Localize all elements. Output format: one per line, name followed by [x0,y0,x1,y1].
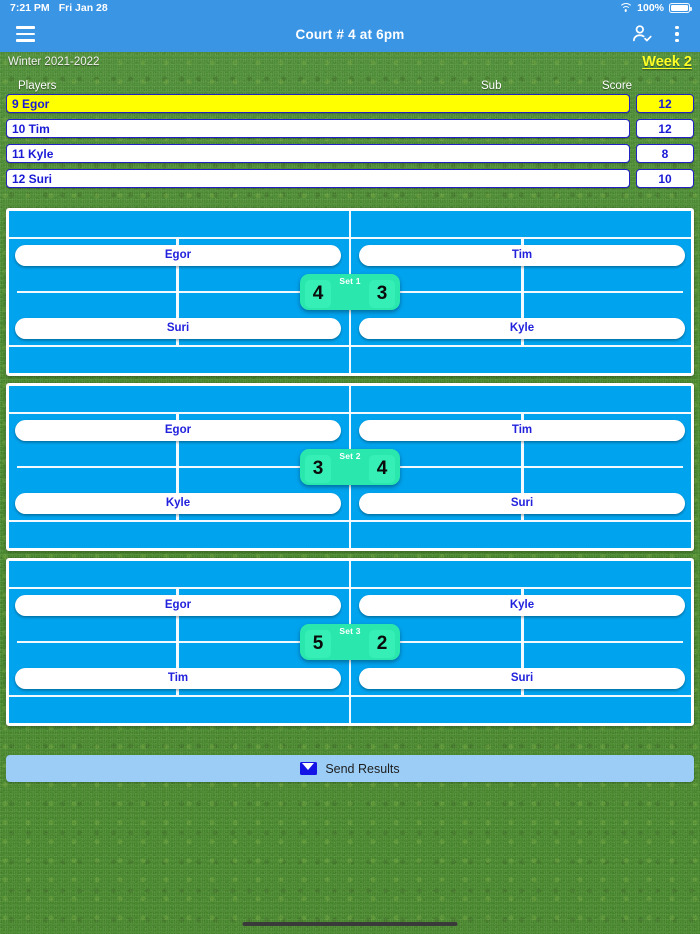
status-bar: 7:21 PM Fri Jan 28 100% [0,0,700,16]
player-row: 12 Suri 10 [0,169,700,188]
court-slot-top-right[interactable]: Kyle [359,595,685,616]
court-slot-bottom-left[interactable]: Tim [15,668,341,689]
season-label: Winter 2021-2022 [8,56,100,68]
court-line-service-vertical-left [176,239,179,345]
status-bar-left: 7:21 PM Fri Jan 28 [0,2,108,14]
wifi-icon [618,3,633,13]
set-label: Set 3 [339,626,361,636]
court-slot-bottom-right[interactable]: Kyle [359,318,685,339]
set-score-left[interactable]: 4 [305,279,331,308]
court-slot-top-left[interactable]: Egor [15,245,341,266]
set-score-badge: Set 1 4 3 [300,274,400,310]
player-score-field[interactable]: 10 [636,169,694,188]
more-vertical-icon[interactable] [668,24,686,44]
court-slot-top-right[interactable]: Tim [359,245,685,266]
envelope-icon [300,762,318,775]
page-title: Court # 4 at 6pm [295,26,405,42]
player-score-field[interactable]: 8 [636,144,694,163]
person-check-icon[interactable] [632,24,654,44]
court-line-service-vertical-right [521,414,524,520]
hamburger-menu-icon[interactable] [8,17,42,51]
player-row: 10 Tim 12 [0,119,700,138]
status-time: 7:21 PM [10,2,50,14]
court-line-service-vertical-left [176,414,179,520]
court-line-service-vertical-left [176,589,179,695]
set-score-left[interactable]: 3 [305,454,331,483]
player-row: 11 Kyle 8 [0,144,700,163]
status-bar-right: 100% [618,2,700,14]
set-score-right[interactable]: 3 [369,279,395,308]
court-slot-bottom-right[interactable]: Suri [359,668,685,689]
court-list: Egor Tim Suri Kyle Set 1 4 3 Egor Tim Ky… [6,208,694,733]
set-score-right[interactable]: 2 [369,629,395,658]
week-selector[interactable]: Week 2 [642,54,692,70]
court-slot-bottom-right[interactable]: Suri [359,493,685,514]
court-panel-set-3: Egor Kyle Tim Suri Set 3 5 2 [6,558,694,726]
app-bar: Court # 4 at 6pm [0,16,700,52]
court-line-service-vertical-right [521,239,524,345]
home-indicator[interactable] [242,922,458,926]
set-label: Set 2 [339,451,361,461]
column-header-sub: Sub [481,80,502,92]
player-name-field[interactable]: 11 Kyle [6,144,630,163]
battery-icon [669,3,692,13]
court-slot-top-left[interactable]: Egor [15,595,341,616]
court-slot-bottom-left[interactable]: Kyle [15,493,341,514]
player-name-field[interactable]: 9 Egor [6,94,630,113]
status-date: Fri Jan 28 [58,2,108,14]
send-results-button[interactable]: Send Results [6,755,694,782]
court-panel-set-1: Egor Tim Suri Kyle Set 1 4 3 [6,208,694,376]
player-name-field[interactable]: 12 Suri [6,169,630,188]
court-slot-top-left[interactable]: Egor [15,420,341,441]
court-slot-top-right[interactable]: Tim [359,420,685,441]
set-score-right[interactable]: 4 [369,454,395,483]
set-score-badge: Set 2 3 4 [300,449,400,485]
court-panel-set-2: Egor Tim Kyle Suri Set 2 3 4 [6,383,694,551]
set-score-left[interactable]: 5 [305,629,331,658]
player-name-field[interactable]: 10 Tim [6,119,630,138]
player-row: 9 Egor 12 [0,94,700,113]
set-score-badge: Set 3 5 2 [300,624,400,660]
column-header-score: Score [602,80,633,92]
season-row: Winter 2021-2022 Week 2 [0,52,700,72]
player-score-field[interactable]: 12 [636,94,694,113]
player-score-field[interactable]: 12 [636,119,694,138]
set-label: Set 1 [339,276,361,286]
battery-percent-label: 100% [637,2,664,14]
app-bar-actions [632,24,700,44]
player-list: 9 Egor 12 10 Tim 12 11 Kyle 8 12 Suri 10 [0,94,700,194]
column-header-players: Players [18,80,57,92]
column-headers: Players Sub Score [0,80,700,94]
send-results-label: Send Results [325,761,400,776]
court-slot-bottom-left[interactable]: Suri [15,318,341,339]
court-line-service-vertical-right [521,589,524,695]
